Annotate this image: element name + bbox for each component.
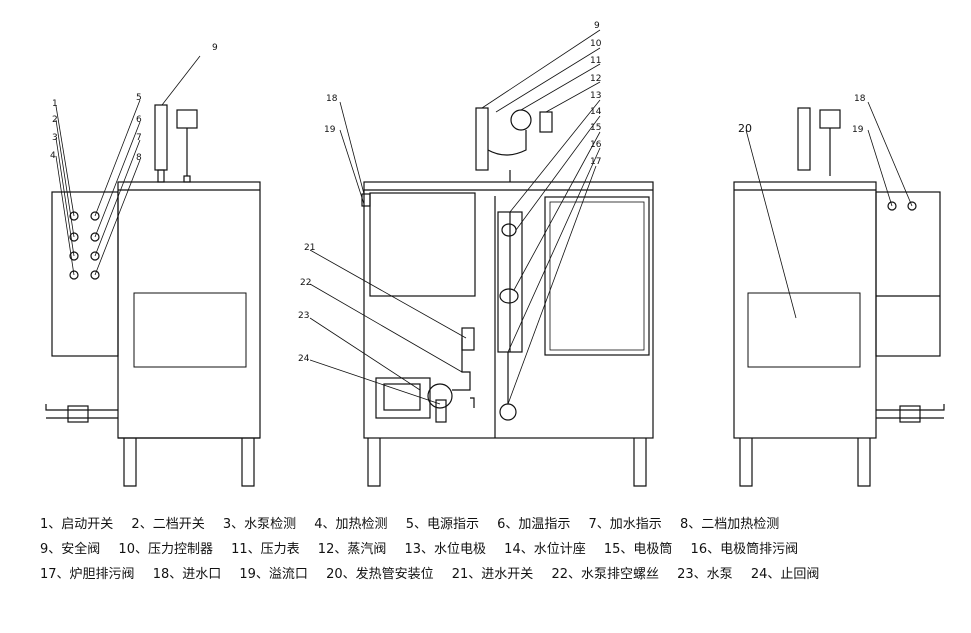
callout-11: 11 [590,56,601,66]
callout-24: 24 [298,354,310,364]
callout-8: 8 [136,153,142,163]
legend-item: 24、止回阀 [750,567,820,582]
legend-item: 22、水泵排空螺丝 [551,567,659,582]
callout-22: 22 [300,278,311,288]
legend-item: 14、水位计座 [504,542,586,557]
callout-4: 4 [50,151,56,161]
callout-20: 20 [738,122,752,135]
legend-item: 15、电极筒 [603,542,673,557]
callout-16: 16 [590,140,602,150]
callout-14: 14 [590,107,602,117]
callout-numbers: 1 2 3 4 5 6 7 8 9 9 10 11 12 13 14 15 16… [50,21,866,364]
legend-item: 3、水泵检测 [222,517,297,532]
indicator-lamps [69,211,100,280]
legend-item: 17、炉胆排污阀 [40,567,135,582]
callout-15: 15 [590,123,601,133]
legend-item: 5、电源指示 [405,517,479,532]
callout-13: 13 [590,91,601,101]
callout-6: 6 [136,115,142,125]
callout-21: 21 [304,243,315,253]
legend-row: 17、炉胆排污阀 18、进水口 19、溢流口 20、发热管安装位 21、进水开关… [40,562,960,587]
legend-item: 18、进水口 [152,567,222,582]
callout-17: 17 [590,157,601,167]
legend-item: 21、进水开关 [451,567,534,582]
center-front-view [361,107,654,487]
left-side-view [45,104,261,487]
legend-item: 11、压力表 [231,542,300,557]
legend: 1、启动开关 2、二档开关 3、水泵检测 4、加热检测 5、电源指示 6、加温指… [40,512,960,587]
legend-item: 20、发热管安装位 [326,567,434,582]
legend-item: 7、加水指示 [588,517,662,532]
callout-18-center: 18 [326,94,338,104]
legend-item: 8、二档加热检测 [679,517,780,532]
callout-12: 12 [590,74,601,84]
legend-item: 19、溢流口 [239,567,308,582]
legend-item: 12、蒸汽阀 [317,542,387,557]
legend-item: 9、安全阀 [40,542,101,557]
callout-19-center: 19 [324,125,336,135]
legend-item: 16、电极筒排污阀 [690,542,799,557]
legend-item: 2、二档开关 [131,517,205,532]
legend-item: 13、水位电极 [404,542,487,557]
callout-7: 7 [136,133,142,143]
callout-5: 5 [136,93,142,103]
legend-item: 6、加温指示 [497,517,571,532]
legend-item: 10、压力控制器 [118,542,213,557]
right-side-view [733,107,945,487]
callout-1: 1 [52,99,58,109]
callout-2: 2 [52,115,58,125]
legend-row: 1、启动开关 2、二档开关 3、水泵检测 4、加热检测 5、电源指示 6、加温指… [40,512,960,537]
callout-9: 9 [594,21,600,31]
legend-item: 1、启动开关 [40,517,114,532]
legend-row: 9、安全阀 10、压力控制器 11、压力表 12、蒸汽阀 13、水位电极 14、… [40,537,960,562]
callout-10: 10 [590,39,602,49]
legend-item: 4、加热检测 [314,517,388,532]
callout-3: 3 [52,133,58,143]
callout-18-right: 18 [854,94,866,104]
callout-23: 23 [298,311,309,321]
legend-item: 23、水泵 [677,567,733,582]
callout-9-left: 9 [212,43,218,53]
leader-lines [55,29,913,405]
callout-19-right: 19 [852,125,864,135]
